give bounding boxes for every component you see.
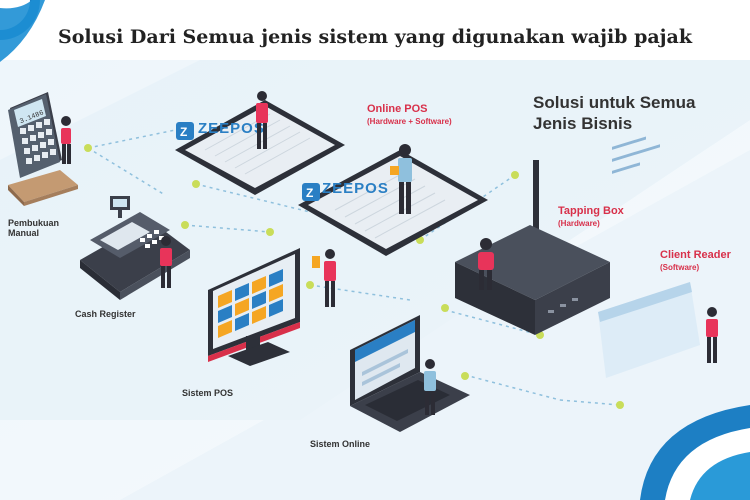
person-laptop [424, 359, 436, 415]
corner-arc-top-left [0, 0, 45, 62]
person-client-reader [706, 307, 718, 363]
person-calculator [61, 116, 71, 164]
sublabel-tapping-box: (Hardware) [558, 219, 600, 228]
svg-text:Z: Z [180, 125, 187, 139]
person-cash-register [160, 236, 172, 288]
tablet-online-pos-lower: Z ZEEPOS [298, 150, 488, 256]
sublabel-client-reader: (Software) [660, 263, 700, 272]
label-client-reader: Client Reader [660, 249, 731, 261]
tapping-box-icon [455, 160, 610, 335]
calculator-icon: 3.1486 [8, 92, 62, 178]
label-cash-register: Cash Register [75, 309, 136, 319]
person-pos [312, 249, 336, 307]
heading-line-2: Jenis Bisnis [533, 114, 633, 134]
label-tapping-box: Tapping Box [558, 205, 624, 217]
heading-block: Solusi untuk Semua Jenis Bisnis [533, 92, 695, 135]
svg-text:Z: Z [306, 186, 313, 200]
label-sistem-online: Sistem Online [310, 439, 371, 449]
label-online-pos: Online POS [367, 103, 428, 115]
person-tablet-lower [390, 144, 412, 214]
heading-line-1: Solusi untuk Semua [533, 93, 696, 112]
brand-zeepos-lower: ZEEPOS [322, 180, 389, 197]
sublabel-online-pos: (Hardware + Software) [367, 117, 452, 126]
pos-monitor-icon [208, 248, 300, 366]
person-tablet-upper [256, 91, 268, 149]
corner-arc-bottom-right [640, 405, 750, 500]
page-title: Solusi Dari Semua jenis sistem yang digu… [57, 26, 693, 48]
label-pembukuan-manual: Pembukuan Manual [8, 218, 59, 239]
ledger-book-icon [8, 170, 78, 206]
person-tapping-box [478, 238, 494, 290]
label-pembukuan-line2: Manual [8, 228, 40, 239]
label-pembukuan-line1: Pembukuan [8, 218, 60, 228]
brand-zeepos-upper: ZEEPOS [198, 120, 265, 137]
laptop-icon [350, 315, 470, 432]
client-reader-screen [598, 136, 700, 378]
label-sistem-pos: Sistem POS [182, 388, 234, 398]
